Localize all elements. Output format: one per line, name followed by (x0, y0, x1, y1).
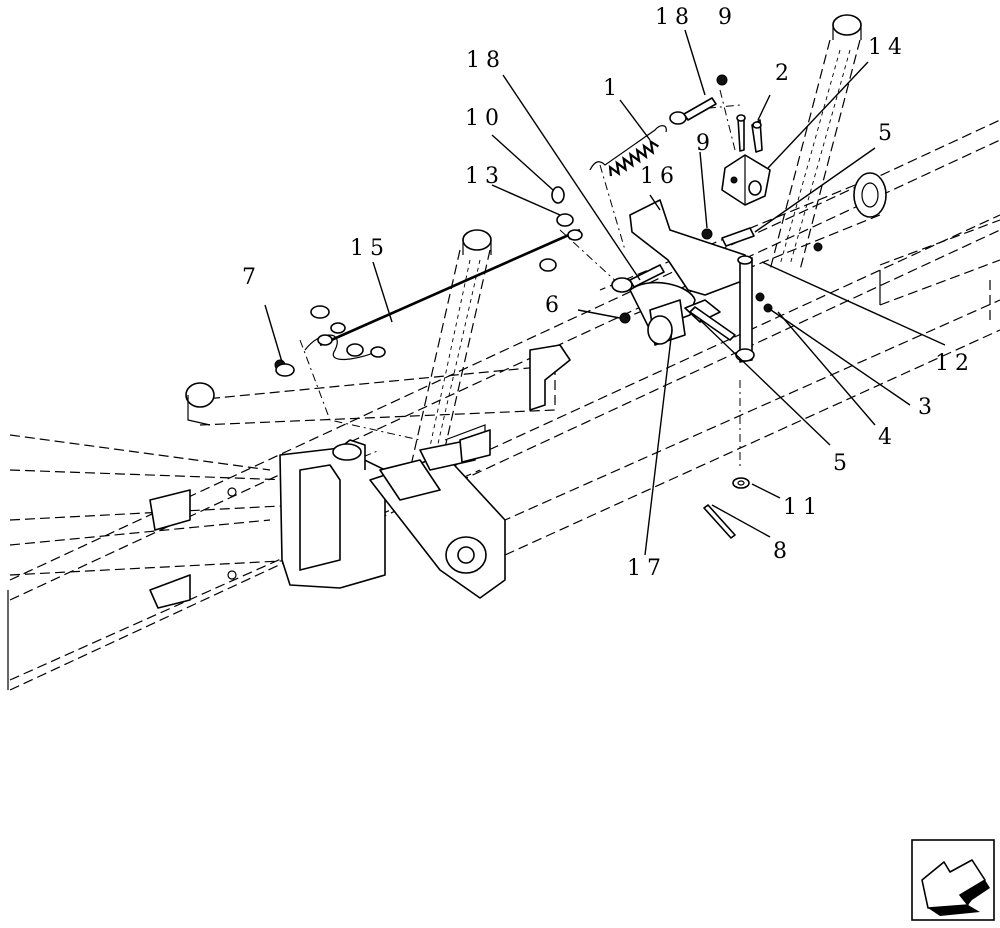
callout-8: 8 (773, 539, 793, 564)
pivot-block (721, 154, 771, 206)
callout-9-upper: 9 (718, 5, 738, 30)
eye-bolt-upper (669, 97, 717, 125)
callout-18-upper: 18 (655, 5, 695, 30)
arrow-nav-icon[interactable] (911, 839, 995, 921)
callout-16: 16 (640, 164, 680, 189)
latch-plate (629, 199, 755, 363)
callout-17: 17 (627, 556, 667, 581)
callout-6: 6 (545, 293, 565, 318)
callout-4: 4 (878, 425, 898, 450)
callout-14: 14 (868, 35, 908, 60)
arm-ends (185, 14, 887, 426)
callout-3: 3 (918, 395, 938, 420)
callout-11: 11 (783, 495, 823, 520)
callout-18-lower: 18 (466, 48, 506, 73)
control-cable (275, 186, 583, 377)
callout-13: 13 (465, 164, 505, 189)
callout-7: 7 (242, 265, 262, 290)
callout-5-upper: 5 (878, 121, 898, 146)
callout-10: 10 (465, 106, 505, 131)
callout-9-lower: 9 (696, 131, 716, 156)
callout-1: 1 (603, 76, 623, 101)
eye-bolt-lower (611, 264, 665, 293)
pivot-assembly (369, 424, 506, 599)
callout-labels: 1 2 3 4 5 5 6 7 8 9 9 10 11 12 13 14 15 … (242, 5, 975, 581)
callout-5-lower: 5 (833, 451, 853, 476)
callout-15: 15 (350, 236, 390, 261)
callout-12: 12 (935, 351, 975, 376)
hitch-bracket (149, 439, 386, 609)
tension-spring (589, 125, 667, 177)
callout-2: 2 (775, 61, 795, 86)
leader-lines (264, 29, 946, 556)
assembly-centerlines (299, 89, 746, 471)
latch-hook (629, 281, 736, 346)
